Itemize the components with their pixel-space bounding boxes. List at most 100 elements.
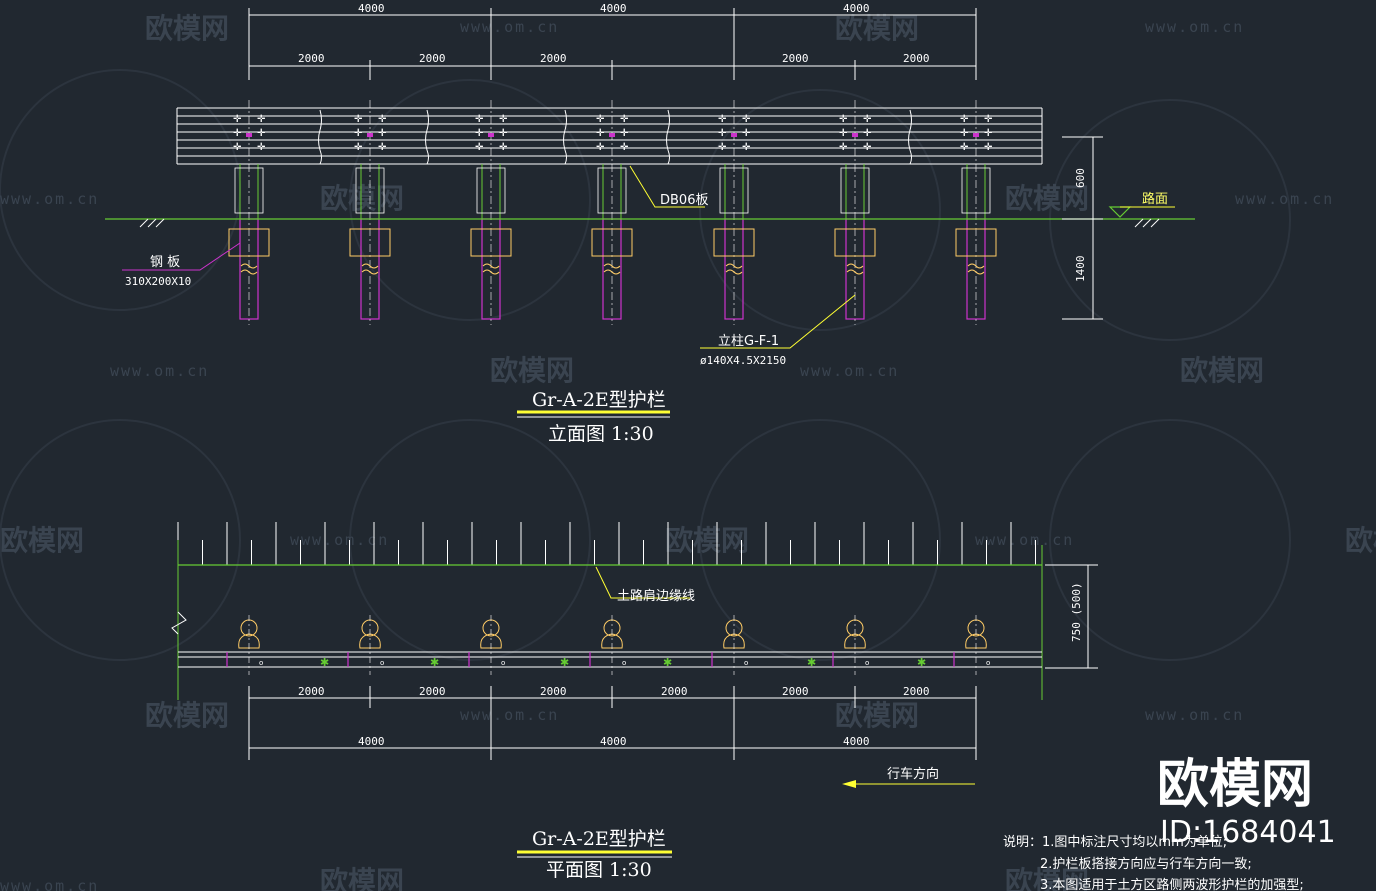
post-mark [731,133,737,137]
plan-post: o [468,615,505,675]
steel-plate-label: 钢 板 [150,255,180,270]
bolt-icon: ✛ [499,142,508,153]
post-mark [852,133,858,137]
post-bracket [719,167,749,214]
post-mark [246,133,252,137]
bolt-icon: o [986,659,990,667]
watermark-text: 欧模网 [1345,524,1376,557]
post-assembly: ✛✛✛✛✛✛ [591,100,633,325]
rail-splice [425,109,429,165]
elevation-dim-4000: 4000 [843,2,870,15]
elevation-dim-4000: 4000 [600,2,627,15]
splice-icon: ✱ [917,656,926,669]
post-assembly: ✛✛✛✛✛✛ [713,100,755,325]
plan-dim-2000: 2000 [298,685,325,698]
plan-width-label: 750 (500) [1070,582,1083,642]
bolt-icon: ✛ [839,128,848,139]
plan-subtitle: 平面图 1:30 [546,859,652,881]
break-mark [967,263,985,275]
plan-width-dimension [1045,564,1098,669]
bolt-icon: ✛ [378,128,387,139]
watermark-text: 欧模网 [320,865,404,891]
brand-logo-text: 欧模网 [1157,755,1313,815]
bolt-icon: ✛ [354,128,363,139]
plan-dim-2000: 2000 [661,685,688,698]
splice-icon: ✱ [320,656,329,669]
bolt-icon: ✛ [863,142,872,153]
post-bracket [476,167,506,214]
rail-splice [908,109,912,165]
break-mark [603,263,621,275]
post-size: ø140X4.5X2150 [700,354,786,367]
note-line: 3.本图适用于土方区路侧两波形护栏的加强型; [1040,877,1304,891]
plan-dim-2000: 2000 [419,685,446,698]
watermark-text: 欧模网 [490,354,574,387]
post-bracket [840,167,870,214]
watermark-text: 欧模网 [320,182,404,215]
bolt-icon: ✛ [839,142,848,153]
watermark-layer: 欧模网 欧模网 欧模网 欧模网 欧模网 欧模网 欧模网 欧模网 欧模网 欧模网 … [0,12,1376,891]
rail-splice [666,109,670,165]
bolt-icon: ✛ [718,114,727,125]
bolt-icon: ✛ [499,114,508,125]
bolt-icon: ✛ [839,114,848,125]
watermark-url: www.om.cn [1235,190,1334,208]
plan-post: o [953,615,990,675]
elevation-dim-2000: 2000 [903,52,930,65]
elevation-dim-2000: 2000 [298,52,325,65]
plan-title: Gr-A-2E型护栏 [532,828,666,850]
break-mark [482,263,500,275]
elevation-dim-2000: 2000 [540,52,567,65]
plan-dim-2000: 2000 [540,685,567,698]
bolt-icon: ✛ [354,114,363,125]
steel-plate [349,228,391,257]
splice-icon: ✱ [430,656,439,669]
break-mark [725,263,743,275]
bolt-icon: o [501,659,505,667]
splice-icon: ✱ [807,656,816,669]
steel-plate-size: 310X200X10 [125,275,191,288]
break-symbol [171,611,187,635]
rail-splice [318,109,322,165]
bolt-icon: ✛ [718,128,727,139]
bolt-icon: ✛ [378,114,387,125]
direction-arrow-head [842,780,856,788]
watermark-url: www.om.cn [800,362,899,380]
height-above-ground: 600 [1074,168,1087,188]
bolt-icon: ✛ [475,128,484,139]
watermark-text: 欧模网 [145,699,229,732]
post-mark [609,133,615,137]
steel-plate [834,228,876,257]
splice-icon: ✱ [560,656,569,669]
plate-leader [629,165,705,208]
bolt-icon: ✛ [984,128,993,139]
watermark-url: www.om.cn [0,877,99,891]
plan-post: o [711,615,748,675]
steel-plate [470,228,512,257]
bolt-icon: ✛ [233,128,242,139]
road-surface-marker [1108,206,1132,218]
plan-post: o [589,615,626,675]
bolt-icon: ✛ [257,128,266,139]
bolt-icon: ✛ [596,128,605,139]
plan-dim-2000: 2000 [903,685,930,698]
plan-dim-4000: 4000 [843,735,870,748]
bolt-icon: ✛ [596,142,605,153]
watermark-url: www.om.cn [1145,706,1244,724]
bolt-icon: ✛ [863,128,872,139]
watermark-text: 欧模网 [835,699,919,732]
plan-dim-2000: 2000 [782,685,809,698]
watermark-url: www.om.cn [290,531,389,549]
bolt-icon: o [865,659,869,667]
elevation-dimension-lines [248,8,977,80]
bolt-icon: ✛ [475,142,484,153]
brand-id: ID:1684041 [1160,815,1336,850]
post-bracket [597,167,627,214]
watermark-text: 欧模网 [145,12,229,45]
post-assembly: ✛✛✛✛✛✛ [955,100,997,325]
post-leader [700,294,856,349]
bolt-icon: ✛ [718,142,727,153]
